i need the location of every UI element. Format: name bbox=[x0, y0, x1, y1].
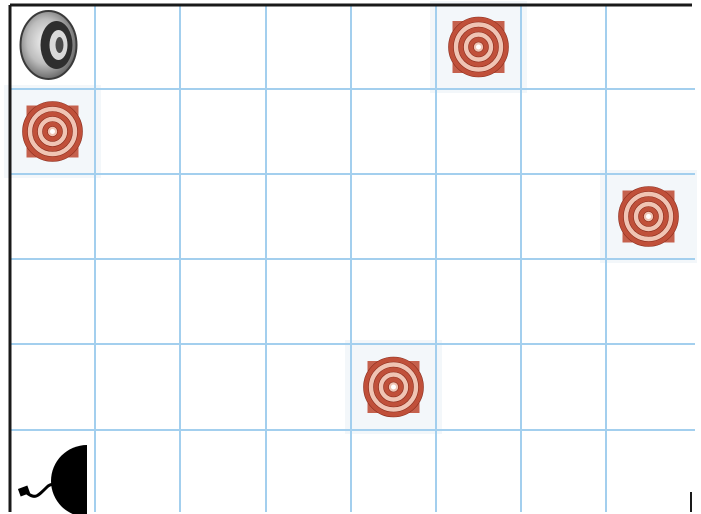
dirt-spot-icon bbox=[364, 357, 424, 417]
dirt-center bbox=[476, 45, 481, 50]
dirt-spot-icon bbox=[449, 17, 509, 77]
robot-eye bbox=[56, 37, 64, 53]
dirt-center bbox=[646, 214, 651, 219]
dirt-center bbox=[391, 385, 396, 390]
dirt-center bbox=[50, 129, 55, 134]
dirt-spot-icon bbox=[23, 102, 83, 162]
dirt-spot-icon bbox=[619, 187, 679, 247]
robot-vacuum-icon bbox=[21, 11, 77, 79]
